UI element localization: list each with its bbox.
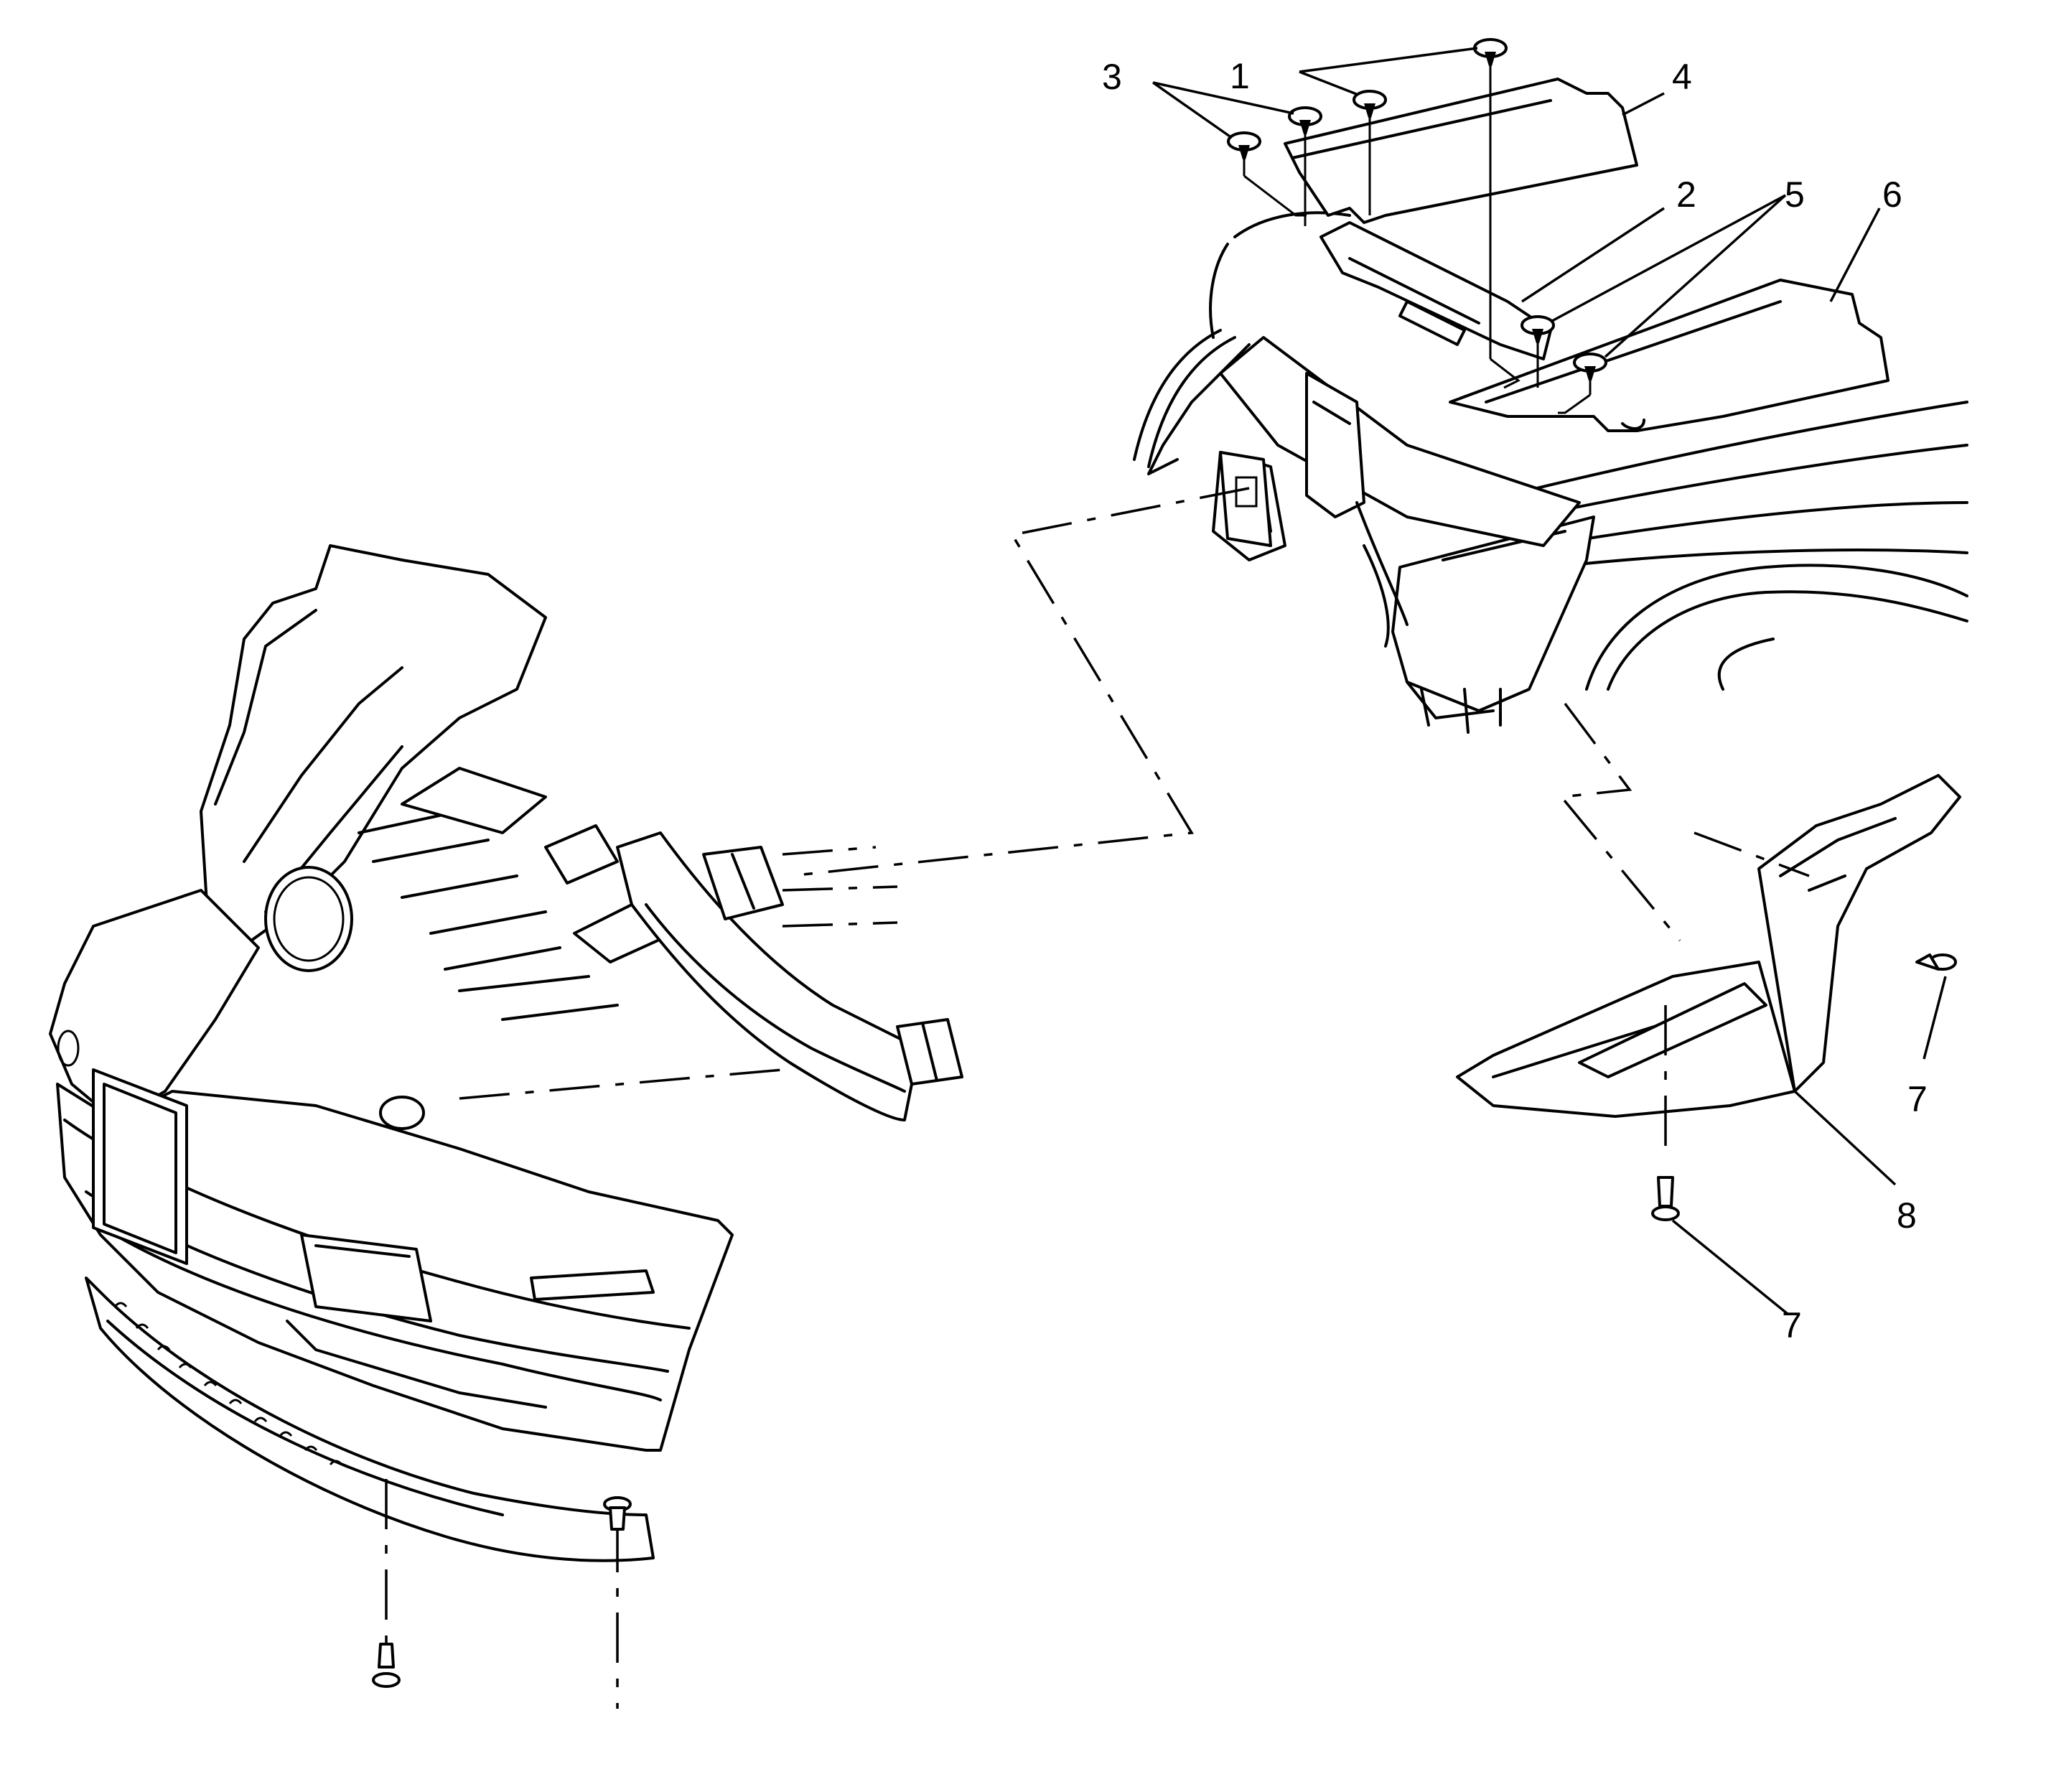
vehicle-front-structure [1133, 211, 1968, 734]
wheelhouse-liner-8 [1456, 774, 1961, 1118]
push-pin-7a [1915, 953, 1957, 971]
fastener-1b [1353, 90, 1387, 215]
air-baffle-2 [1319, 221, 1552, 360]
callout-6: 6 [1882, 174, 1902, 215]
bumper-impact-bar [616, 831, 963, 1121]
callout-8: 8 [1897, 1195, 1917, 1236]
callout-5: 5 [1785, 174, 1805, 215]
callout-2: 2 [1676, 174, 1696, 215]
callout-7-lower: 7 [1782, 1305, 1802, 1345]
fastener-3b [1227, 131, 1307, 217]
fastener-5a [1521, 315, 1555, 388]
upper-splash-shield-4 [1284, 78, 1638, 224]
wheelhouse-fasteners [1651, 953, 1957, 1221]
push-pin-a [372, 1643, 401, 1688]
callout-1: 1 [1230, 56, 1250, 96]
fastener-5b [1558, 353, 1607, 414]
callout-4: 4 [1672, 57, 1692, 97]
lower-deflector-fasteners [372, 1479, 632, 1709]
upper-fasteners [1227, 38, 1607, 414]
grille-assembly [200, 544, 691, 1021]
front-bumper-fascia [49, 889, 734, 1452]
leader-lines [1152, 47, 1947, 1315]
callout-7-upper: 7 [1907, 1079, 1928, 1119]
push-pin-b [603, 1496, 632, 1531]
fastener-3a [1288, 106, 1322, 226]
upper-splash-shield-6 [1449, 279, 1889, 432]
alignment-lines [459, 487, 1810, 1100]
lower-air-deflector [85, 1277, 655, 1562]
callout-labels: 1 2 3 4 5 6 7 7 8 [1102, 56, 1928, 1345]
push-pin-7b [1651, 1176, 1680, 1221]
callout-3: 3 [1102, 57, 1122, 97]
